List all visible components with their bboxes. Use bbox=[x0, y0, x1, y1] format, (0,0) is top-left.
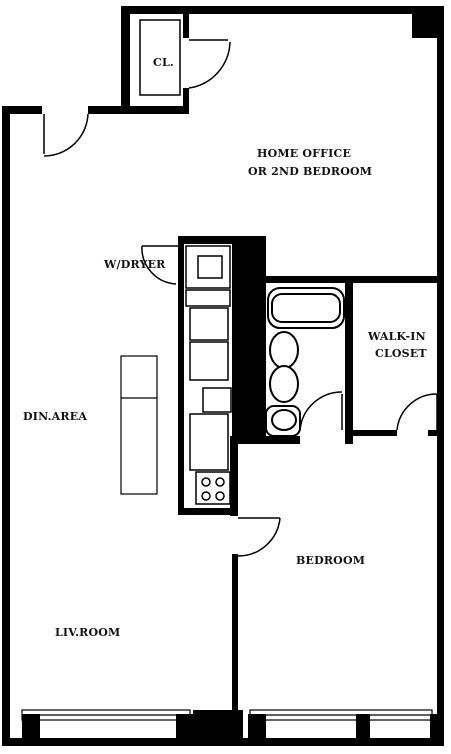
kitchen-fixtures bbox=[185, 245, 232, 505]
home-office-label-line2: OR 2ND BEDROOM bbox=[248, 165, 373, 178]
window-ticks bbox=[22, 714, 442, 742]
closet-walls bbox=[121, 6, 189, 114]
living-room-label: LIV.ROOM bbox=[55, 626, 121, 639]
door-swings bbox=[43, 39, 438, 557]
closet-shelf bbox=[139, 19, 181, 96]
walk-in-closet-label-line2: CLOSET bbox=[375, 347, 427, 360]
interior-walls bbox=[178, 236, 444, 744]
walk-in-closet-label-line1: WALK-IN bbox=[368, 330, 426, 343]
home-office-label-line1: HOME OFFICE bbox=[257, 147, 352, 160]
closet-label: CL. bbox=[153, 56, 174, 69]
bedroom-label: BEDROOM bbox=[296, 554, 366, 567]
washer-dryer-label: W/DRYER bbox=[104, 258, 166, 271]
dining-area-label: DIN.AREA bbox=[23, 410, 88, 423]
bathroom-fixtures bbox=[265, 287, 345, 437]
dining-table bbox=[120, 355, 158, 495]
